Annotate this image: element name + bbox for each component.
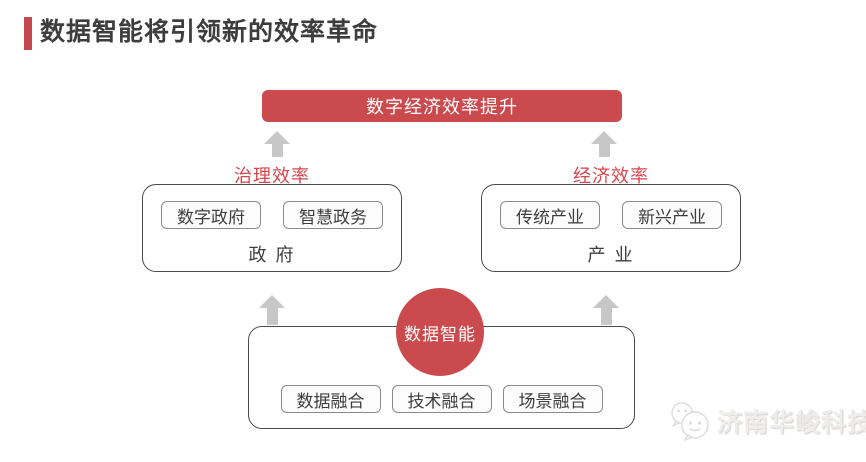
arrow-up-icon (264, 131, 290, 157)
chip-traditional-industry: 传统产业 (500, 201, 600, 229)
arrow-head (593, 295, 619, 308)
industry-category-label: 产 业 (587, 245, 635, 265)
arrow-shaft (598, 144, 610, 157)
arrow-shaft (600, 308, 612, 325)
arrow-up-icon (259, 295, 285, 325)
economic-efficiency-label: 经济效率 (573, 166, 649, 186)
industry-chip-row: 传统产业 新兴产业 (482, 201, 740, 229)
government-group-box: 数字政府 智慧政务 政 府 (142, 184, 402, 272)
arrow-head (259, 295, 285, 308)
government-category-label: 政 府 (248, 245, 296, 265)
wechat-icon (671, 402, 709, 441)
chip-technology-fusion: 技术融合 (391, 385, 492, 413)
watermark-text: 济南华峻科技 (717, 409, 866, 437)
top-result-box: 数字经济效率提升 (262, 90, 622, 122)
arrow-shaft (271, 144, 283, 157)
page-title: 数据智能将引领新的效率革命 (40, 18, 379, 46)
chip-smart-government-affairs: 智慧政务 (283, 201, 383, 229)
arrow-head (591, 131, 617, 144)
data-intelligence-circle: 数据智能 (396, 288, 484, 376)
arrow-head (264, 131, 290, 144)
arrow-up-icon (591, 131, 617, 157)
fusion-chip-row: 数据融合 技术融合 场景融合 (248, 385, 635, 413)
watermark: 济南华峻科技 (668, 400, 866, 442)
chip-emerging-industry: 新兴产业 (622, 201, 722, 229)
chip-digital-government: 数字政府 (161, 201, 261, 229)
arrow-up-icon (593, 295, 619, 325)
title-accent-bar (24, 17, 32, 50)
chip-scenario-fusion: 场景融合 (502, 385, 603, 413)
chip-data-fusion: 数据融合 (280, 385, 381, 413)
governance-efficiency-label: 治理效率 (234, 166, 310, 186)
arrow-shaft (266, 308, 278, 325)
industry-group-box: 传统产业 新兴产业 产 业 (481, 184, 741, 272)
government-chip-row: 数字政府 智慧政务 (143, 201, 401, 229)
